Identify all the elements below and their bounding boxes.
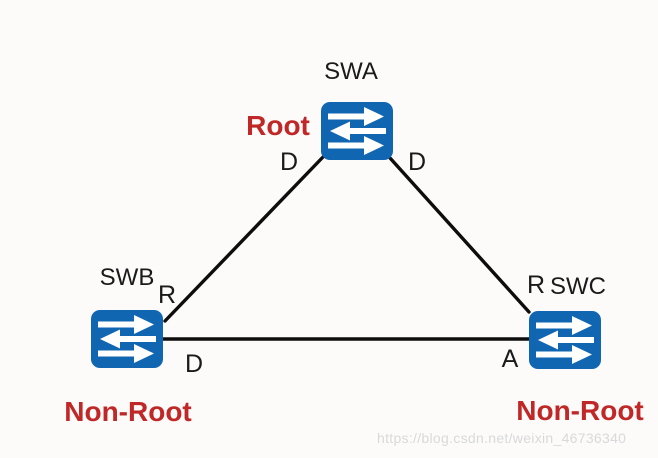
switch-glyph [91,310,163,368]
switch-icon-swb [90,309,164,369]
node-label-swc: SWC [550,273,606,300]
switch-glyph [321,102,393,160]
port-label-swb-to-swc: D [184,350,204,378]
switch-icon-swc [528,310,602,370]
port-label-swc-to-swb: A [501,345,519,373]
port-label-swa-to-swb: D [279,148,299,176]
port-label-swa-to-swc: D [407,148,427,176]
role-label-root: Root [246,110,310,141]
link-swa-swb [163,155,325,323]
node-label-swa: SWA [324,58,378,85]
role-label-nonroot-swc: Non-Root [516,395,644,426]
switch-glyph [529,311,601,369]
switch-icon-swa [320,101,394,161]
node-label-swb: SWB [99,264,155,291]
role-label-nonroot-swb: Non-Root [64,396,192,427]
port-label-swc-to-swa: R [526,271,546,299]
link-swa-swc [388,156,531,314]
port-label-swb-to-swa: R [157,281,177,309]
watermark-url: https://blog.csdn.net/weixin_46736340 [377,430,627,446]
